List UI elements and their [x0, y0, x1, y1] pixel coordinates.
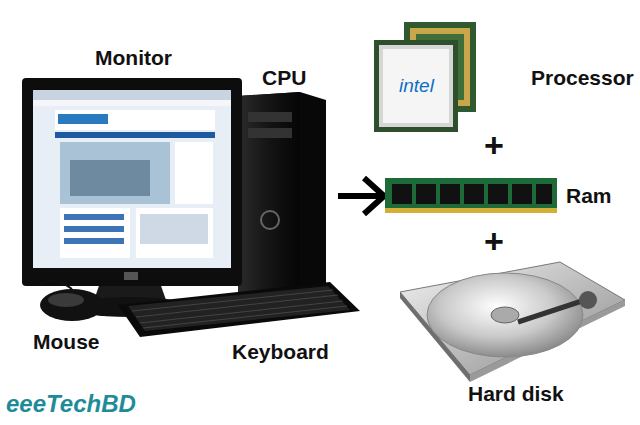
ram-stick [385, 178, 557, 213]
arrow [338, 178, 384, 214]
part-label: Processor [531, 66, 634, 90]
plus-sign: + [484, 222, 504, 261]
part-label: CPU [262, 66, 306, 90]
plus-sign: + [484, 126, 504, 165]
mouse [40, 281, 104, 321]
part-label: Hard disk [468, 382, 564, 406]
part-label: Ram [566, 184, 612, 208]
hard-disk [400, 262, 625, 382]
tower-case [238, 92, 326, 310]
monitor [22, 78, 242, 317]
logo-text: eeeTechBD [6, 390, 136, 418]
part-label: Monitor [95, 46, 172, 70]
keyboard [118, 282, 360, 337]
part-label: Keyboard [232, 340, 329, 364]
chip-brand: intel [399, 75, 434, 97]
part-label: Mouse [33, 330, 100, 354]
processor-chip [374, 22, 476, 132]
